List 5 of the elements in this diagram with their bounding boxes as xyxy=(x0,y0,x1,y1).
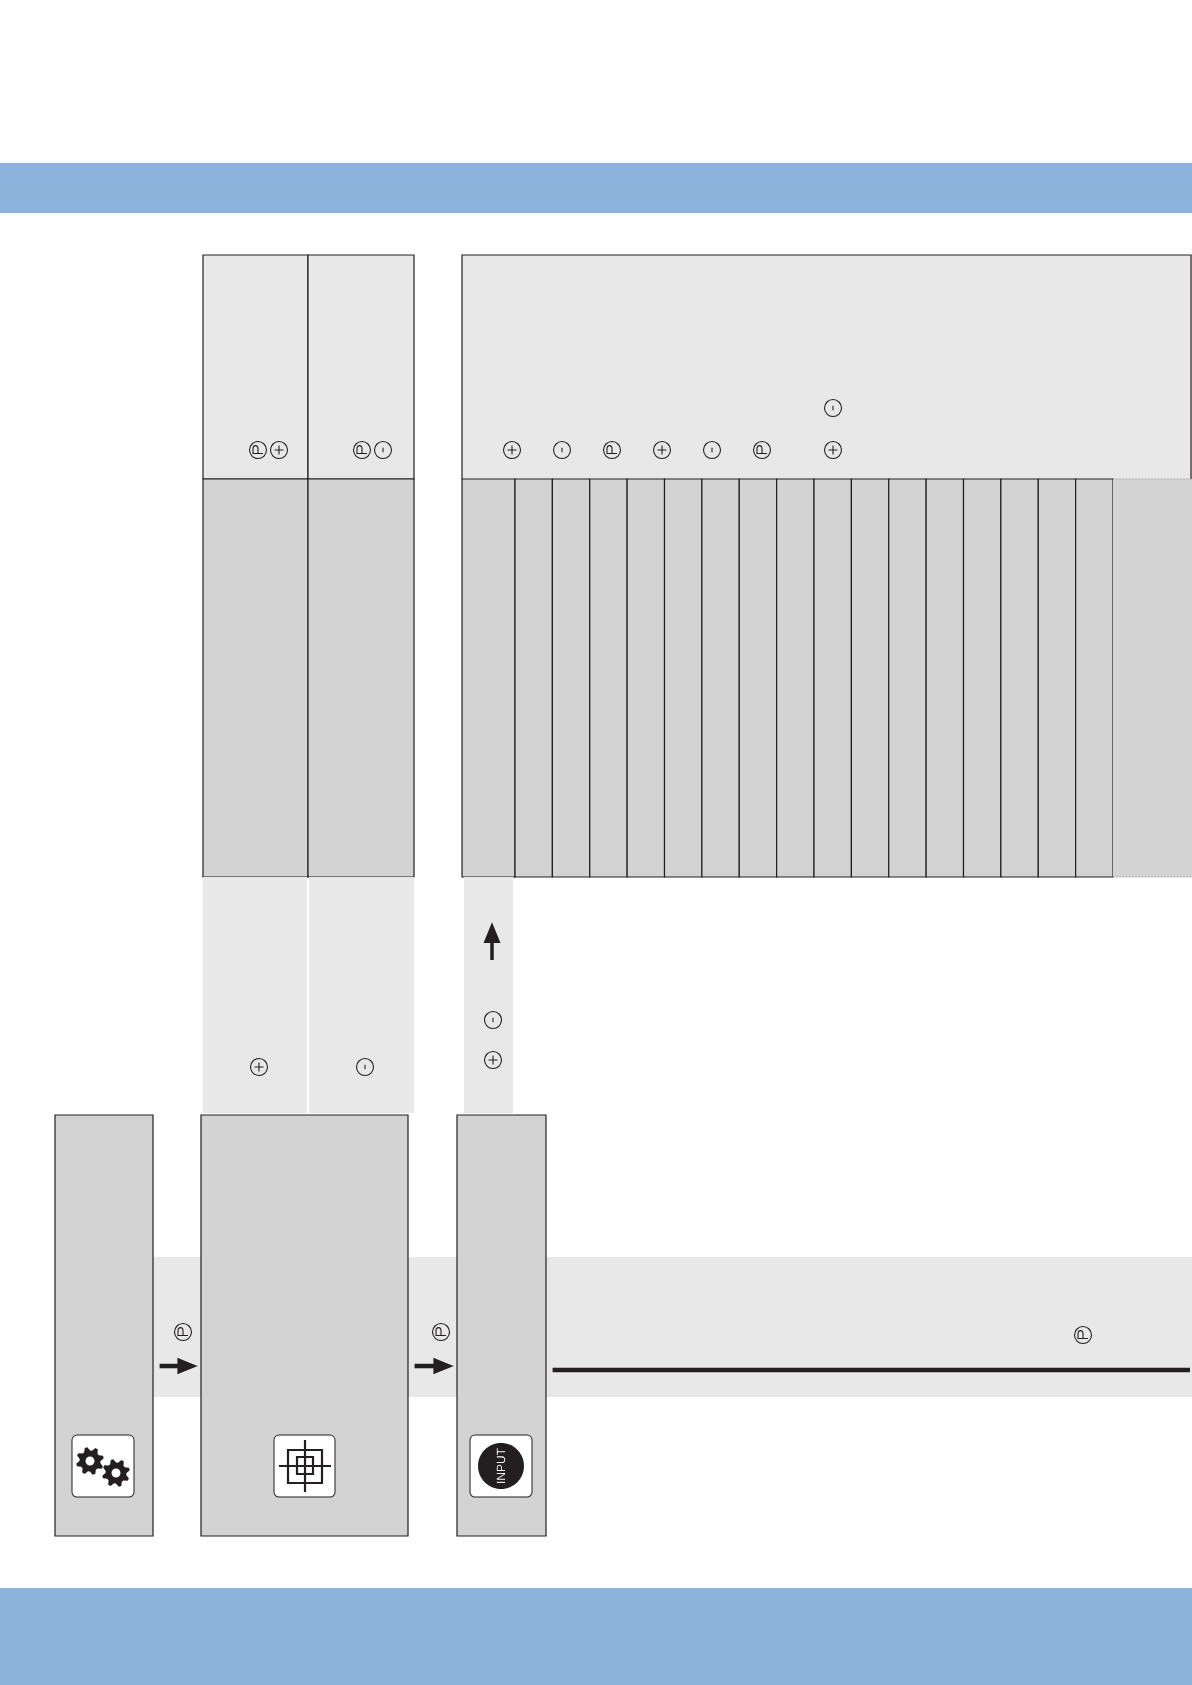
input-key: INPUT xyxy=(469,1434,533,1498)
step-box xyxy=(456,1114,547,1537)
step-box xyxy=(54,1114,154,1537)
connector-line xyxy=(552,1367,1190,1373)
step-box xyxy=(200,1114,409,1537)
